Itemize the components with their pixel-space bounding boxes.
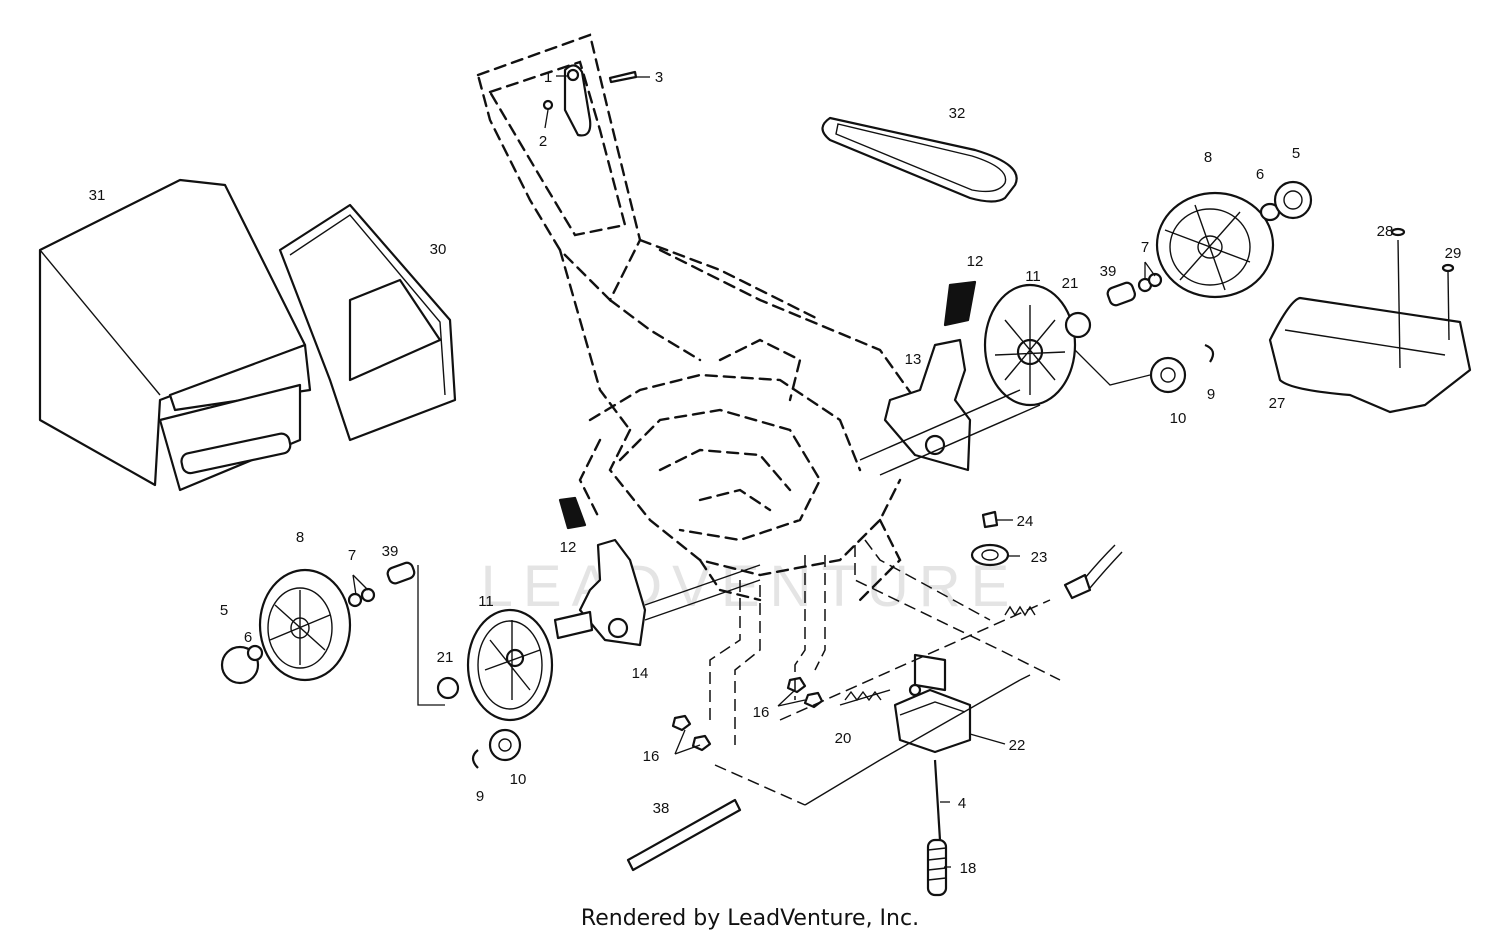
part-labels: 1 2 3 32 31 30 8 6 5 28 29 12 11 21 39 7… <box>89 69 1462 877</box>
label-24: 24 <box>1017 513 1034 530</box>
label-7-left: 7 <box>348 547 356 564</box>
label-5-right: 5 <box>1292 145 1300 162</box>
label-28: 28 <box>1377 223 1394 240</box>
label-30: 30 <box>430 241 447 258</box>
label-8-right: 8 <box>1204 149 1212 166</box>
label-9-left: 9 <box>476 788 484 805</box>
transmission <box>804 653 1031 897</box>
label-13: 13 <box>905 351 922 368</box>
watermark: LEADVENTURE <box>481 554 1020 619</box>
shift-lever <box>542 64 638 137</box>
label-39-left: 39 <box>382 543 399 560</box>
drive-belt <box>821 116 1018 203</box>
label-1: 1 <box>544 69 552 86</box>
label-21-right: 21 <box>1062 275 1079 292</box>
label-29: 29 <box>1445 245 1462 262</box>
rear-right-wheel <box>1155 180 1313 299</box>
rear-right-bracket <box>859 338 1041 476</box>
label-6-right: 6 <box>1256 166 1264 183</box>
label-12-left: 12 <box>560 539 577 556</box>
label-8-left: 8 <box>296 529 304 546</box>
label-27: 27 <box>1269 395 1286 412</box>
label-32: 32 <box>949 105 966 122</box>
rear-skirt <box>1268 227 1472 414</box>
label-16-right: 16 <box>753 704 770 721</box>
label-20: 20 <box>835 730 852 747</box>
label-10-left: 10 <box>510 771 527 788</box>
rear-right-hub <box>943 272 1163 407</box>
label-11-right: 11 <box>1025 268 1041 285</box>
springs <box>839 544 1123 706</box>
label-14: 14 <box>632 665 649 682</box>
label-18: 18 <box>960 860 977 877</box>
label-31: 31 <box>89 187 106 204</box>
pulley <box>970 510 1010 567</box>
label-11-left: 11 <box>478 593 494 610</box>
label-9-right: 9 <box>1207 386 1215 403</box>
label-5-left: 5 <box>220 602 228 619</box>
footer-credit: Rendered by LeadVenture, Inc. <box>580 906 920 931</box>
front-left-wheel <box>220 561 416 685</box>
label-3: 3 <box>655 69 663 86</box>
grass-bag <box>38 178 312 492</box>
label-7-right: 7 <box>1141 239 1149 256</box>
front-left-bracket <box>553 496 761 647</box>
bag-frame <box>278 203 457 442</box>
label-6-left: 6 <box>244 629 252 646</box>
label-22: 22 <box>1009 737 1026 754</box>
dashed-leaders <box>709 539 1061 806</box>
nuts-and-rod <box>626 676 824 872</box>
label-10-right: 10 <box>1170 410 1187 427</box>
front-left-hub <box>417 565 554 769</box>
label-4: 4 <box>958 795 966 812</box>
label-38: 38 <box>653 800 670 817</box>
label-leaders <box>352 75 1156 868</box>
deck-outline <box>476 33 932 602</box>
label-23: 23 <box>1031 549 1048 566</box>
label-12-right: 12 <box>967 253 984 270</box>
rear-right-gear <box>1074 343 1215 394</box>
label-16-left: 16 <box>643 748 660 765</box>
label-39-right: 39 <box>1100 263 1117 280</box>
label-21-left: 21 <box>437 649 454 666</box>
label-2: 2 <box>539 133 547 150</box>
